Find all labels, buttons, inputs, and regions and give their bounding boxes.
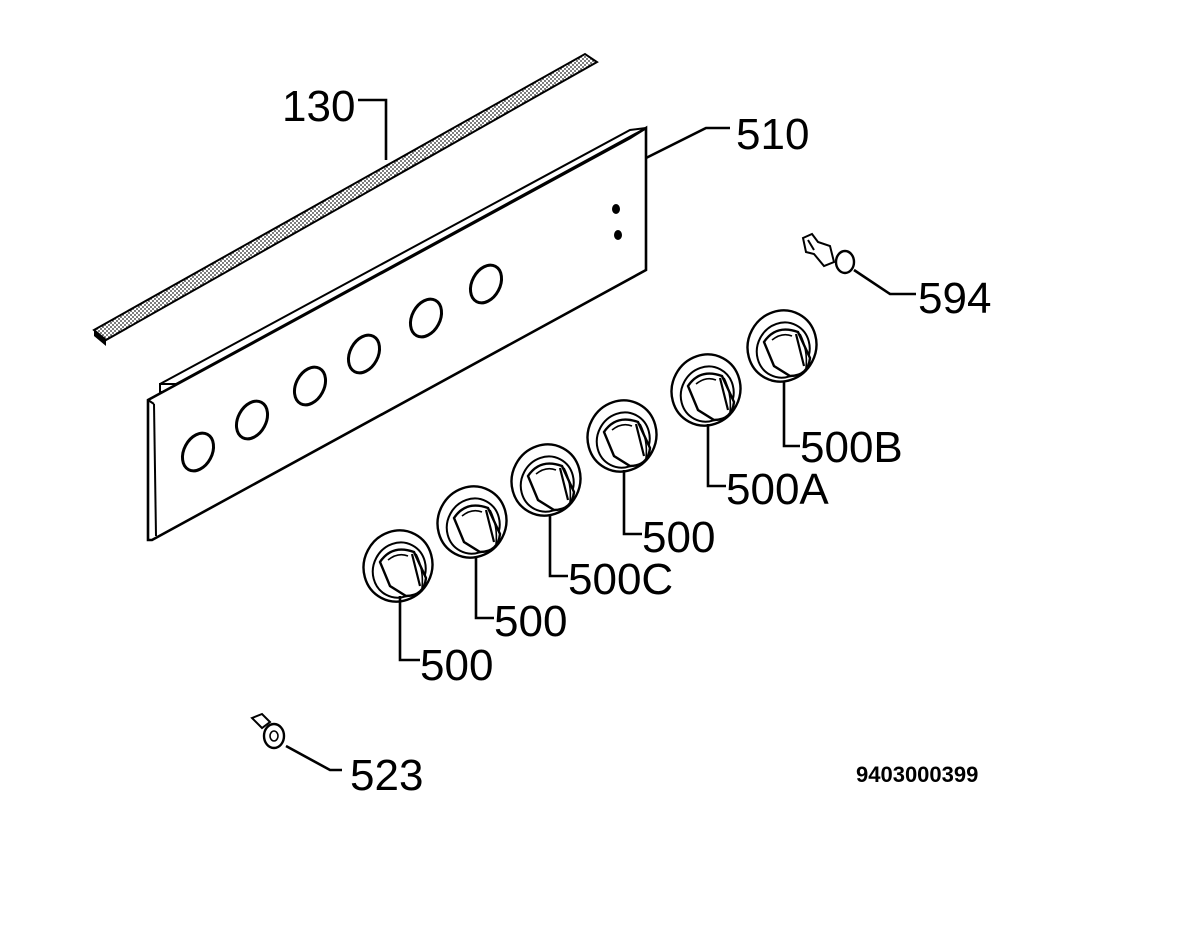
label-523: 523 xyxy=(350,751,423,800)
screw-part xyxy=(250,712,286,750)
control-knob-1 xyxy=(362,529,434,603)
label-knob-3: 500C xyxy=(568,555,673,604)
leader-line-510 xyxy=(645,126,730,160)
label-knob-4: 500 xyxy=(642,513,715,562)
leader-line-knob-4 xyxy=(622,470,642,536)
label-594: 594 xyxy=(918,274,991,323)
leader-line-594 xyxy=(853,268,916,296)
leader-line-knob-2 xyxy=(474,556,494,620)
control-knob-2 xyxy=(436,485,508,559)
leader-lines xyxy=(285,98,916,772)
control-knob-6 xyxy=(746,309,818,383)
control-panel-part xyxy=(146,125,648,542)
leader-line-523 xyxy=(285,744,342,772)
label-knob-1: 500 xyxy=(420,641,493,690)
leader-line-knob-5 xyxy=(706,424,726,488)
label-knob-6: 500B xyxy=(800,423,903,472)
knob-group xyxy=(362,309,818,603)
label-130: 130 xyxy=(282,82,355,131)
leader-line-130 xyxy=(358,98,388,160)
label-knob-2: 500 xyxy=(494,597,567,646)
leader-line-knob-1 xyxy=(398,596,420,662)
control-knob-5 xyxy=(670,353,742,427)
label-510: 510 xyxy=(736,110,809,159)
leader-line-knob-3 xyxy=(548,516,568,578)
drawing-number: 9403000399 xyxy=(856,762,978,787)
seal-strip-part xyxy=(92,52,599,346)
label-knob-5: 500A xyxy=(726,465,829,514)
indicator-lamp-part xyxy=(801,232,856,275)
control-knob-3 xyxy=(510,443,582,517)
leader-line-knob-6 xyxy=(782,382,800,448)
control-knob-4 xyxy=(586,399,658,473)
